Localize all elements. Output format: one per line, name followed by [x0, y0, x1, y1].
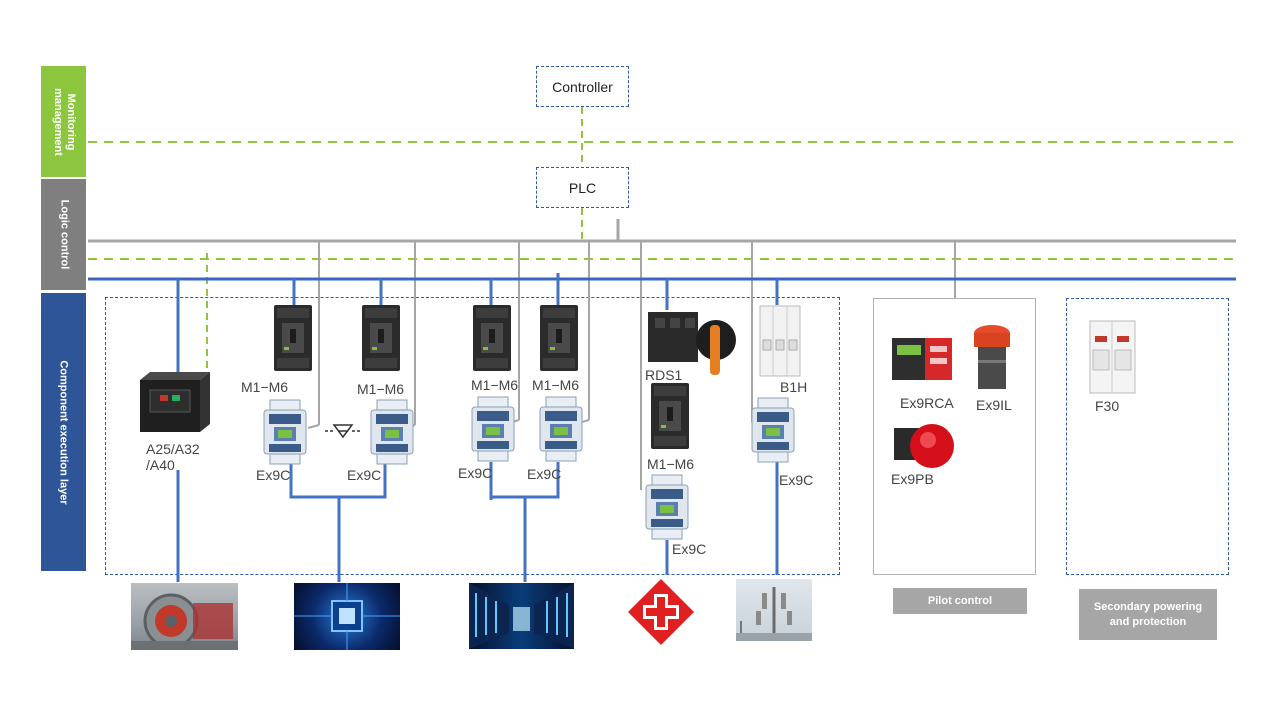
indicator-lamp-icon — [974, 325, 1010, 389]
mccb-label-4: M1−M6 — [532, 377, 580, 393]
secondary-protection-label: Secondary powering and protection — [1093, 600, 1203, 628]
contactor-label-5: Ex9C — [672, 541, 707, 557]
mccb-icon — [274, 305, 312, 371]
telecom-tower-photo — [736, 579, 812, 641]
relay-icon — [892, 338, 952, 380]
mccb-icon — [362, 305, 400, 371]
mccb-label-3: M1−M6 — [471, 377, 519, 393]
contactor-icon — [751, 397, 795, 463]
plc-node: PLC — [536, 167, 629, 208]
mcb-label: B1H — [780, 379, 808, 395]
pilot-control-tag: Pilot control — [893, 588, 1027, 614]
indicator-label: Ex9IL — [976, 397, 1012, 413]
pushbutton-label: Ex9PB — [891, 471, 934, 487]
fuse-label: F30 — [1095, 398, 1120, 414]
mccb-icon — [540, 305, 578, 371]
emergency-button-icon — [894, 424, 954, 468]
contactor-icon — [539, 396, 583, 462]
hospital-cross-icon — [626, 577, 696, 647]
plc-label: PLC — [568, 179, 597, 196]
layer-monitoring: Monitoring management — [41, 66, 86, 177]
air-breaker-label: A25/A32 /A40 — [146, 441, 200, 473]
motor-photo — [131, 583, 238, 650]
contactor-label-1: Ex9C — [256, 467, 291, 483]
contactor-label-6: Ex9C — [779, 472, 814, 488]
contactor-icon — [645, 474, 689, 540]
interlock-icon — [325, 424, 361, 439]
contactor-icon — [263, 399, 307, 465]
switch-label: RDS1 — [645, 367, 683, 383]
contactor-label-2: Ex9C — [347, 467, 382, 483]
mccb-label-2: M1−M6 — [357, 381, 405, 397]
pilot-control-label: Pilot control — [927, 594, 993, 607]
mccb-label-5: M1−M6 — [647, 456, 695, 472]
controller-node: Controller — [536, 66, 629, 107]
layer-execution: Component execution layer — [41, 293, 86, 571]
controller-label: Controller — [552, 78, 613, 95]
mccb-icon — [473, 305, 511, 371]
rotary-switch-icon — [648, 312, 736, 375]
chip-photo — [294, 583, 400, 650]
air-circuit-breaker-icon — [140, 372, 210, 432]
contactor-label-4: Ex9C — [527, 466, 562, 482]
relay-label: Ex9RCA — [900, 395, 954, 411]
layer-logic: Logic control — [41, 179, 86, 290]
mccb-label-1: M1−M6 — [241, 379, 289, 395]
datacenter-photo — [469, 583, 574, 649]
contactor-icon — [471, 396, 515, 462]
mcb-icon — [759, 305, 801, 377]
mccb-icon — [651, 383, 689, 449]
fuse-holder-icon — [1089, 320, 1136, 394]
contactor-icon — [370, 399, 414, 465]
contactor-label-3: Ex9C — [458, 465, 493, 481]
secondary-protection-tag: Secondary powering and protection — [1079, 589, 1217, 640]
